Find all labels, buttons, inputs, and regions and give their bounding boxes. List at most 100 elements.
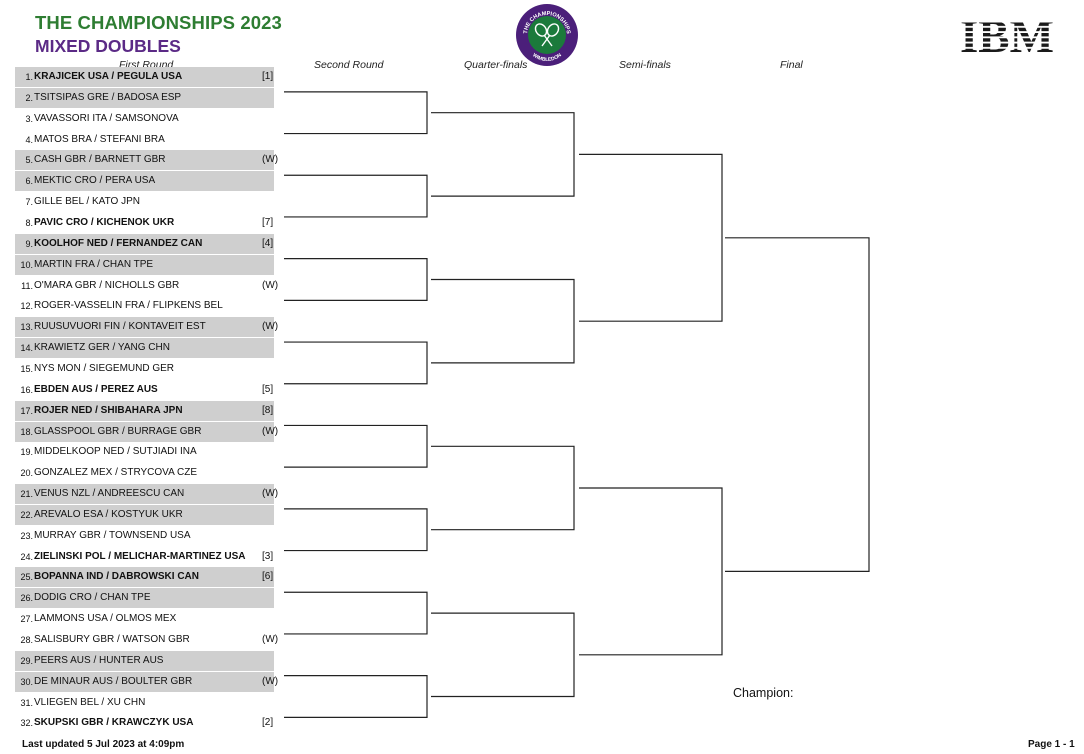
bracket-second-round — [284, 341, 428, 385]
wildcard-badge: (W) — [262, 675, 279, 687]
draw-position: 8. — [25, 218, 33, 228]
draw-position: 19. — [20, 447, 33, 458]
page-title: THE CHAMPIONSHIPS 2023 — [35, 12, 282, 33]
team-names: GILLE BEL / KATO JPN — [34, 196, 140, 208]
bracket-quarterfinal — [431, 445, 575, 531]
ibm-logo: IBM — [960, 12, 1054, 54]
team-names: MATOS BRA / STEFANI BRA — [34, 133, 165, 145]
event-subtitle: MIXED DOUBLES — [35, 36, 181, 56]
seed-badge: [7] — [262, 217, 274, 228]
team-names: ROJER NED / SHIBAHARA JPN — [34, 404, 183, 416]
wildcard-badge: (W) — [262, 154, 279, 166]
draw-row: 8.PAVIC CRO / KICHENOK UKR [7] — [15, 213, 274, 233]
round-header-final: Final — [780, 59, 803, 71]
crossed-rackets-icon — [534, 23, 560, 47]
draw-row: 23.MURRAY GBR / TOWNSEND USA — [15, 526, 274, 546]
round-header-second: Second Round — [314, 59, 384, 71]
draw-row: 19.MIDDELKOOP NED / SUTJIADI INA — [15, 442, 274, 462]
bracket-quarterfinal — [431, 612, 575, 698]
draw-position: 18. — [20, 426, 33, 437]
team-names: DE MINAUR AUS / BOULTER GBR — [34, 675, 193, 687]
draw-row: 17.ROJER NED / SHIBAHARA JPN[8] — [15, 400, 274, 421]
team-names: TSITSIPAS GRE / BADOSA ESP — [34, 91, 182, 103]
draw-position: 12. — [20, 301, 33, 312]
draw-position: 3. — [25, 113, 33, 124]
team-names: RUUSUVUORI FIN / KONTAVEIT EST — [34, 321, 206, 333]
draw-position: 23. — [20, 530, 33, 541]
team-names: KRAJICEK USA / PEGULA USA — [34, 71, 183, 82]
team-names: O'MARA GBR / NICHOLLS GBR — [34, 279, 180, 291]
team-names: VLIEGEN BEL / XU CHN — [34, 696, 146, 708]
bracket-second-round — [284, 258, 428, 301]
draw-row: 16.EBDEN AUS / PEREZ AUS [5] — [15, 380, 274, 400]
draw-row: 2.TSITSIPAS GRE / BADOSA ESP — [15, 87, 274, 108]
team-names: GLASSPOOL GBR / BURRAGE GBR — [34, 425, 202, 437]
team-names: PEERS AUS / HUNTER AUS — [34, 654, 164, 666]
wildcard-badge: (W) — [262, 634, 279, 645]
draw-row: 22.AREVALO ESA / KOSTYUK UKR — [15, 504, 274, 525]
draw-row: 25.BOPANNA IND / DABROWSKI CAN[6] — [15, 567, 274, 588]
draw-position: 13. — [20, 322, 33, 333]
draw-row: 13.RUUSUVUORI FIN / KONTAVEIT EST (W) — [15, 317, 278, 338]
team-names: LAMMONS USA / OLMOS MEX — [34, 613, 177, 625]
svg-text:WIMBLEDON: WIMBLEDON — [531, 52, 563, 63]
bracket-final — [725, 237, 870, 572]
draw-position: 6. — [25, 176, 33, 187]
team-names: DODIG CRO / CHAN TPE — [34, 592, 151, 604]
team-names: NYS MON / SIEGEMUND GER — [34, 362, 175, 374]
wildcard-badge: (W) — [262, 279, 279, 291]
draw-position: 7. — [25, 197, 33, 208]
draw-position: 25. — [20, 572, 33, 583]
draw-position: 29. — [20, 655, 33, 666]
draw-row: 14.KRAWIETZ GER / YANG CHN — [15, 338, 274, 359]
wimbledon-logo: THE CHAMPIONSHIPS WIMBLEDON — [516, 4, 578, 66]
draw-position: 1. — [25, 72, 33, 82]
draw-position: 17. — [20, 405, 33, 416]
draw-row: 1.KRAJICEK USA / PEGULA USA[1] — [15, 67, 274, 87]
draw-position: 26. — [20, 593, 33, 604]
draw-position: 22. — [20, 509, 33, 520]
wildcard-badge: (W) — [262, 321, 279, 333]
draw-position: 9. — [25, 238, 33, 249]
draw-row: 29.PEERS AUS / HUNTER AUS — [15, 650, 274, 671]
draw-row: 7.GILLE BEL / KATO JPN — [15, 192, 274, 212]
draw-row: 6.MEKTIC CRO / PERA USA — [15, 171, 274, 192]
draw-row: 11.O'MARA GBR / NICHOLLS GBR (W) — [15, 276, 278, 296]
draw-row: 18.GLASSPOOL GBR / BURRAGE GBR(W) — [15, 421, 278, 442]
team-names: EBDEN AUS / PEREZ AUS — [34, 383, 158, 395]
bracket-quarterfinal — [431, 112, 575, 197]
draw-position: 27. — [20, 614, 33, 625]
wildcard-badge: (W) — [262, 488, 279, 499]
team-names: ROGER-VASSELIN FRA / FLIPKENS BEL — [34, 300, 223, 312]
draw-row: 27.LAMMONS USA / OLMOS MEX — [15, 609, 274, 629]
draw-row: 32.SKUPSKI GBR / KRAWCZYK USA[2] — [15, 713, 274, 733]
draw-position: 5. — [25, 155, 33, 166]
seed-badge: [2] — [262, 717, 274, 729]
draw-row: 28.SALISBURY GBR / WATSON GBR (W) — [15, 630, 278, 650]
draw-row: 4.MATOS BRA / STEFANI BRA — [15, 130, 274, 150]
last-updated: Last updated 5 Jul 2023 at 4:09pm — [22, 739, 185, 750]
team-names: AREVALO ESA / KOSTYUK UKR — [34, 508, 183, 520]
seed-badge: [3] — [262, 550, 274, 562]
draw-position: 30. — [20, 676, 33, 687]
team-names: VAVASSORI ITA / SAMSONOVA — [34, 112, 179, 124]
team-names: SKUPSKI GBR / KRAWCZYK USA — [34, 717, 194, 729]
draw-position: 31. — [20, 697, 33, 708]
draw-position: 16. — [20, 384, 33, 395]
bracket-second-round — [284, 675, 428, 718]
draw-row: 30.DE MINAUR AUS / BOULTER GBR (W) — [15, 671, 278, 692]
draw-position: 11. — [21, 280, 33, 291]
team-names: PAVIC CRO / KICHENOK UKR — [34, 217, 175, 228]
draw-position: 28. — [20, 635, 33, 645]
bracket-second-round — [284, 591, 428, 635]
draw-position: 21. — [20, 489, 33, 499]
team-names: SALISBURY GBR / WATSON GBR — [34, 634, 190, 645]
team-names: MARTIN FRA / CHAN TPE — [34, 258, 154, 270]
seed-badge: [5] — [262, 383, 274, 395]
team-names: CASH GBR / BARNETT GBR — [34, 154, 166, 166]
draw-row: 3.VAVASSORI ITA / SAMSONOVA — [15, 109, 274, 129]
page-number: Page 1 - 1 — [1028, 739, 1075, 750]
draw-row: 5.CASH GBR / BARNETT GBR (W) — [15, 150, 278, 171]
draw-row: 21.VENUS NZL / ANDREESCU CAN(W) — [15, 484, 278, 504]
